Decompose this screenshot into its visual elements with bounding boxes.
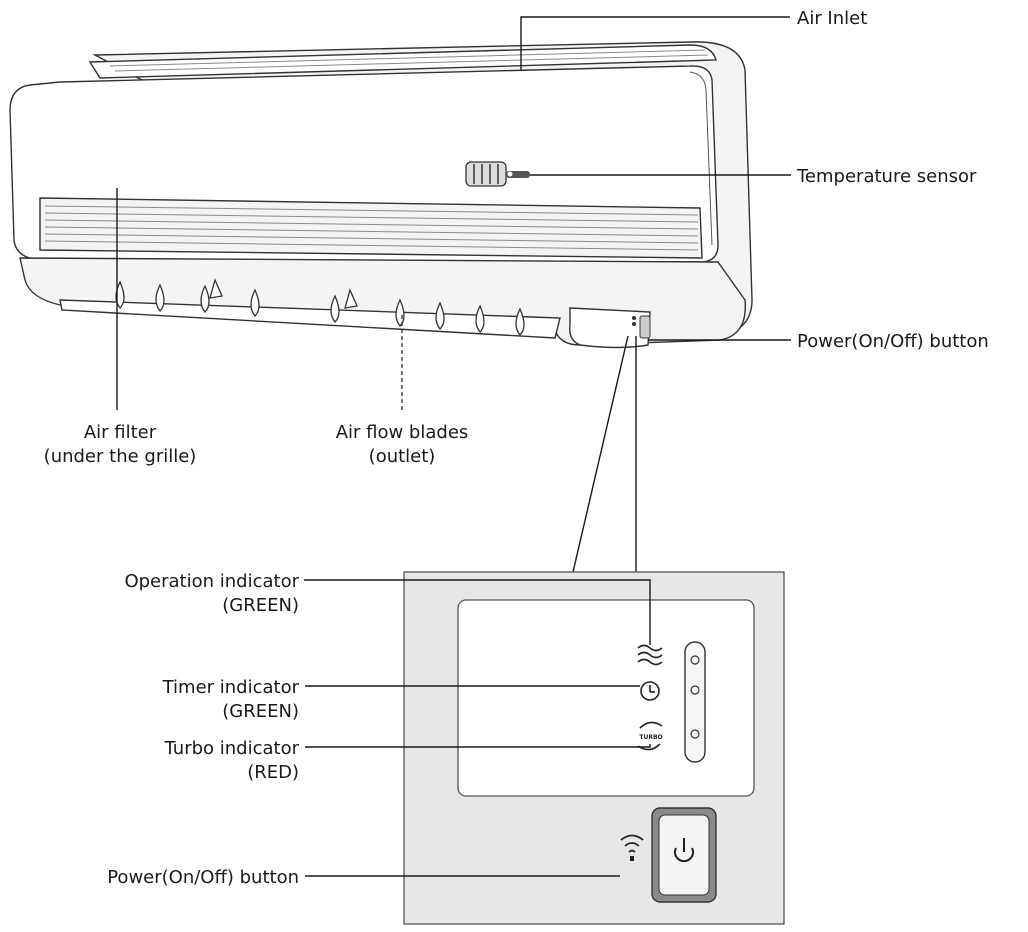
unit-control-section — [569, 307, 651, 349]
label-air-flow-blades-sub: (outlet) — [369, 446, 436, 467]
indoor-unit — [9, 41, 753, 349]
label-turbo-indicator-color: (RED) — [247, 762, 299, 783]
indicator-light-bar — [684, 641, 706, 763]
clock-icon — [640, 681, 660, 701]
label-air-filter-sub: (under the grille) — [44, 446, 197, 467]
temperature-sensor — [465, 161, 530, 187]
air-inlet-grille — [88, 44, 717, 79]
turbo-led — [690, 729, 700, 739]
label-turbo-indicator: Turbo indicator — [164, 738, 300, 759]
label-air-flow-blades: Air flow blades — [336, 422, 469, 443]
power-icon — [674, 838, 694, 863]
wifi-icon — [620, 834, 644, 861]
unit-power-button[interactable] — [639, 315, 651, 339]
label-power-button-panel: Power(On/Off) button — [107, 867, 299, 888]
label-operation-indicator: Operation indicator — [124, 571, 299, 592]
leader-lines — [116, 16, 791, 877]
air-flow-blades — [115, 278, 525, 336]
label-air-inlet: Air Inlet — [797, 8, 867, 29]
air-filter-grille — [39, 197, 703, 259]
power-button[interactable] — [651, 807, 717, 903]
air-flow-flap — [59, 299, 561, 339]
label-power-button-top: Power(On/Off) button — [797, 331, 989, 352]
label-air-filter: Air filter — [84, 422, 157, 443]
label-operation-indicator-color: (GREEN) — [222, 595, 299, 616]
label-timer-indicator: Timer indicator — [162, 677, 300, 698]
operation-led — [690, 655, 700, 665]
labels: Air Inlet Temperature sensor Power(On/Of… — [44, 8, 989, 888]
label-timer-indicator-color: (GREEN) — [222, 701, 299, 722]
timer-led — [690, 685, 700, 695]
turbo-icon-text: TURBO — [639, 734, 662, 741]
label-temperature-sensor: Temperature sensor — [796, 166, 977, 187]
wave-icon — [637, 644, 663, 666]
